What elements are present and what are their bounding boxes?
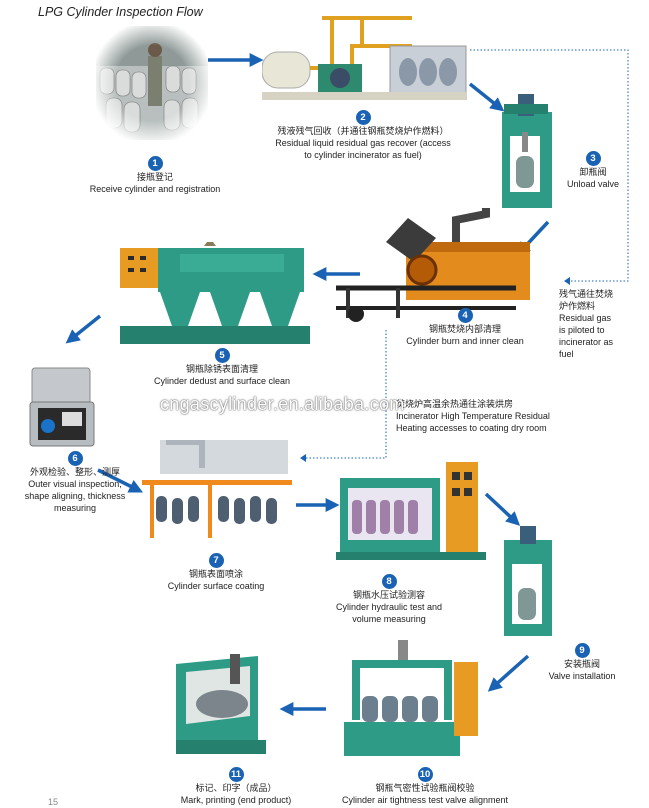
step-5: 5 钢瓶除锈表面清理 Cylinder dedust and surface c… bbox=[136, 345, 308, 387]
step-7: 7 钢瓶表面喷涂 Cylinder surface coating bbox=[150, 550, 282, 592]
step-number: 3 bbox=[585, 151, 601, 166]
note-zh: 焚烧炉高温余热通往涂装烘房 bbox=[396, 399, 514, 409]
step-number: 1 bbox=[147, 156, 163, 171]
step-9: 9 安装瓶阀 Valve installation bbox=[532, 640, 632, 682]
watermark: cngascylinder.en.alibaba.com bbox=[160, 394, 405, 414]
dotted-gas-line bbox=[470, 49, 629, 282]
arrow-8-9 bbox=[484, 492, 521, 526]
inspection-kit bbox=[29, 367, 95, 447]
step-label-en: Valve installation bbox=[548, 671, 616, 681]
hydraulic-test-machine bbox=[336, 462, 486, 560]
step-label-en: Unload valve bbox=[566, 179, 620, 189]
page-number: 15 bbox=[48, 797, 59, 807]
step-label-en: Mark, printing (end product) bbox=[180, 795, 292, 805]
step-label-en: Cylinder air tightness test valve alignm… bbox=[341, 795, 509, 805]
step-label-en: to cylinder incinerator as fuel) bbox=[304, 150, 422, 160]
step-label-zh: 卸瓶阀 bbox=[579, 167, 607, 177]
gas-recovery-machine bbox=[262, 16, 467, 100]
cylinder-storage-photo bbox=[96, 26, 208, 140]
step-3: 3 卸瓶阀 Unload valve bbox=[548, 148, 638, 190]
step-label-en: Receive cylinder and registration bbox=[89, 184, 221, 194]
valve-install-machine bbox=[504, 526, 552, 636]
step-number: 9 bbox=[574, 643, 590, 658]
step-label-zh: 外观检验、整形、测厚 bbox=[29, 467, 120, 477]
dotted-heat-line bbox=[306, 330, 387, 459]
arrow-5-6 bbox=[65, 314, 102, 344]
step-number: 8 bbox=[381, 574, 397, 589]
step-label-en: volume measuring bbox=[352, 614, 426, 624]
step-2: 2 残液残气回收（并通往钢瓶焚烧炉作燃料） Residual liquid re… bbox=[258, 107, 468, 161]
note-en: fuel bbox=[559, 349, 574, 359]
coating-line bbox=[142, 440, 292, 538]
note-en: Incinerator High Temperature Residual bbox=[396, 411, 550, 421]
step-number: 10 bbox=[417, 767, 433, 782]
unload-valve-machine bbox=[502, 94, 552, 208]
step-label-en: Cylinder burn and inner clean bbox=[406, 336, 524, 346]
step-label-en: Residual liquid residual gas recover (ac… bbox=[275, 138, 451, 148]
step-label-en: shape aligning, thickness bbox=[24, 491, 126, 501]
step-label-zh: 钢瓶表面喷涂 bbox=[188, 569, 243, 579]
step-label-zh: 钢瓶焚烧内部清理 bbox=[428, 324, 501, 334]
note-zh: 炉作燃料 bbox=[559, 301, 596, 311]
step-4: 4 钢瓶焚烧内部清理 Cylinder burn and inner clean bbox=[390, 305, 540, 347]
step-label-zh: 标记、印字（成品） bbox=[195, 783, 277, 793]
step-number: 6 bbox=[67, 451, 83, 466]
note-en: Heating accesses to coating dry room bbox=[396, 423, 547, 433]
step-label-en: Cylinder dedust and surface clean bbox=[153, 376, 291, 386]
page-title: LPG Cylinder Inspection Flow bbox=[38, 5, 203, 19]
step-label-zh: 残液残气回收（并通往钢瓶焚烧炉作燃料） bbox=[277, 126, 449, 136]
note-zh: 残气通往焚烧 bbox=[559, 289, 614, 299]
heat-note: 焚烧炉高温余热通往涂装烘房 Incinerator High Temperatu… bbox=[396, 398, 596, 434]
note-en: Residual gas bbox=[559, 313, 612, 323]
step-6: 6 外观检验、整形、测厚 Outer visual inspection, sh… bbox=[12, 448, 138, 514]
step-label-en: Cylinder hydraulic test and bbox=[335, 602, 443, 612]
step-1: 1 接瓶登记 Receive cylinder and registration bbox=[70, 153, 240, 195]
step-label-zh: 接瓶登记 bbox=[136, 172, 173, 182]
step-number: 11 bbox=[228, 767, 244, 782]
arrow-2-3 bbox=[468, 82, 505, 112]
step-number: 5 bbox=[214, 348, 230, 363]
step-11: 11 标记、印字（成品） Mark, printing (end product… bbox=[162, 764, 310, 806]
air-tightness-machine bbox=[344, 640, 478, 756]
marking-machine bbox=[176, 654, 266, 754]
step-number: 7 bbox=[208, 553, 224, 568]
step-label-en: Outer visual inspection, bbox=[28, 479, 122, 489]
note-en: incinerator as bbox=[559, 337, 614, 347]
step-label-zh: 安装瓶阀 bbox=[563, 659, 600, 669]
step-8: 8 钢瓶水压试验测容 Cylinder hydraulic test and v… bbox=[322, 571, 456, 625]
step-label-zh: 钢瓶气密性试验瓶阀校验 bbox=[375, 783, 475, 793]
step-label-zh: 钢瓶除锈表面清理 bbox=[185, 364, 258, 374]
step-number: 2 bbox=[355, 110, 371, 125]
step-label-zh: 钢瓶水压试验测容 bbox=[352, 590, 425, 600]
dedust-machine bbox=[120, 242, 310, 344]
step-label-en: measuring bbox=[53, 503, 97, 513]
arrow-6-7 bbox=[97, 468, 144, 493]
step-10: 10 钢瓶气密性试验瓶阀校验 Cylinder air tightness te… bbox=[322, 764, 528, 806]
step-label-en: Cylinder surface coating bbox=[167, 581, 265, 591]
note-en: is piloted to bbox=[559, 325, 605, 335]
residual-gas-note: 残气通往焚烧 炉作燃料 Residual gas is piloted to i… bbox=[559, 288, 647, 360]
incinerator-machine bbox=[336, 208, 530, 322]
step-number: 4 bbox=[457, 308, 473, 323]
arrow-9-10 bbox=[487, 654, 530, 692]
